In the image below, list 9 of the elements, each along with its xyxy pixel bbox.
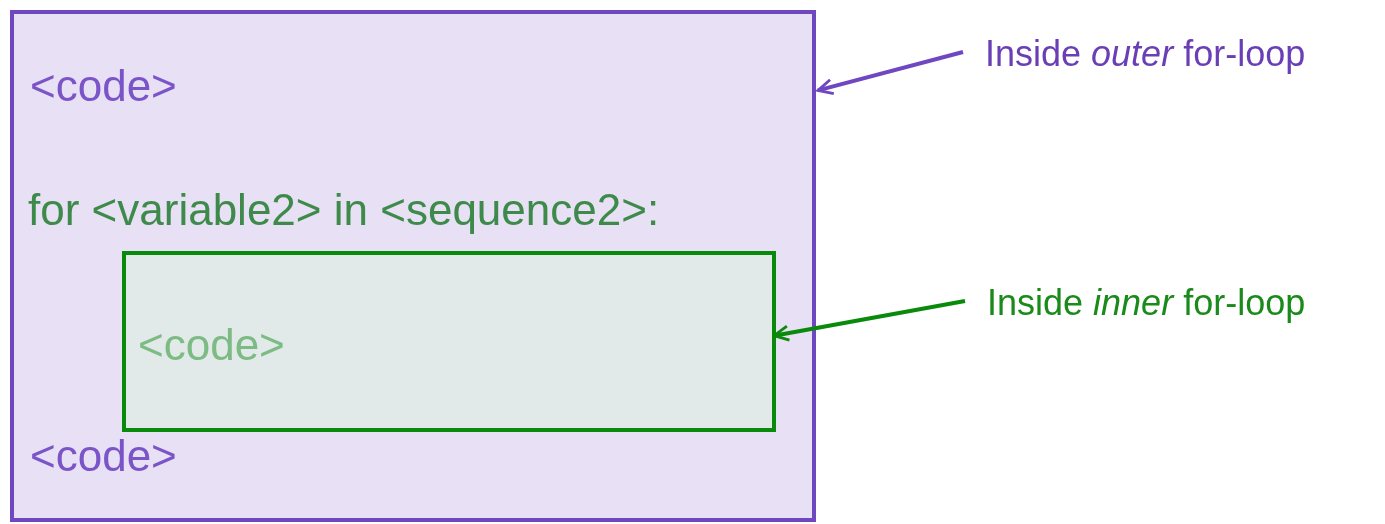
- code-text: <code>: [138, 321, 285, 370]
- outer-loop-box: [10, 10, 816, 522]
- code-text: <code>: [30, 62, 177, 111]
- code-text: <code>: [30, 432, 177, 481]
- inner-loop-box: [122, 251, 776, 432]
- annotation-text: Inside outer for-loop: [985, 34, 1306, 74]
- code-text: for <variable2> in <sequence2>:: [28, 186, 660, 235]
- annotation-text: Inside inner for-loop: [987, 283, 1306, 323]
- arrow: [816, 50, 964, 96]
